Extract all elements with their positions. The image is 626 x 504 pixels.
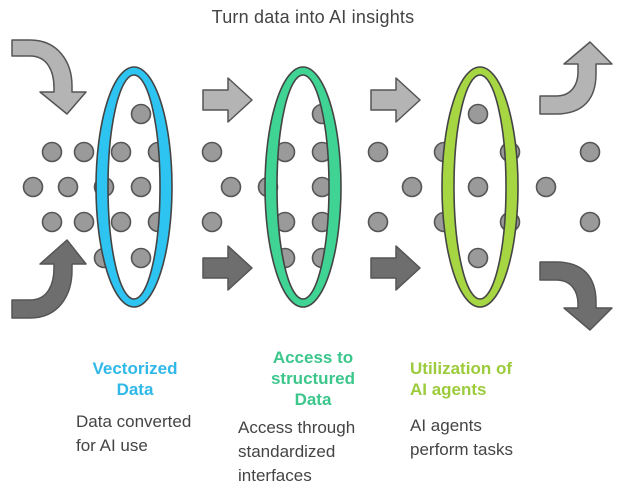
stage-title-line: Data [116,380,154,399]
diagram-title: Turn data into AI insights [211,7,415,27]
data-dot [467,247,489,269]
data-dot [110,211,132,233]
stage-description: Access through standardized interfaces [238,416,408,488]
data-dot [130,176,152,198]
stage-title-line: structured [270,369,356,388]
stage-description-line: perform tasks [410,440,513,459]
stage-description-line: Data converted [76,412,192,431]
filter-ring-structured [264,66,342,308]
stage-description: AI agents perform tasks [410,414,590,462]
data-dot [57,176,79,198]
stage-utilization-ai-agents: Utilization of AI agents AI agents perfo… [410,358,590,462]
data-dot [535,176,557,198]
data-dot [367,211,389,233]
stage-title-line: AI agents [410,380,487,399]
data-dot [22,176,44,198]
stage-title-line: Access to [272,348,354,367]
stage-description-line: interfaces [238,466,312,485]
data-dot [41,211,63,233]
right-arrow-icon [202,77,253,123]
stage-title: Vectorized Data [60,358,210,400]
data-dot [41,141,63,163]
data-dot [579,211,601,233]
data-dot [73,211,95,233]
stage-description-line: standardized [238,442,336,461]
stage-description: Data converted for AI use [76,410,230,458]
curved-arrow-in-top-icon [11,39,87,115]
stage-vectorized-data: Vectorized Data Data converted for AI us… [60,358,230,458]
stage-title-line: Data [294,390,332,409]
stage-title: Access to structured Data [238,347,388,410]
stage-description-line: Access through [238,418,356,437]
right-arrow-icon [202,245,253,291]
data-dot [220,176,242,198]
curved-arrow-out-top-icon [539,41,613,115]
data-dot [367,141,389,163]
data-dot [73,141,95,163]
stage-description-line: for AI use [76,436,148,455]
filter-ring-vectorized [95,66,173,308]
filter-ring-ai-agents [441,66,519,308]
stage-title-line: Utilization of [410,359,512,378]
data-dot [467,176,489,198]
stage-title: Utilization of AI agents [410,358,590,400]
data-dot [201,211,223,233]
ring-band [441,66,519,308]
right-arrow-icon [370,77,421,123]
data-dot [110,141,132,163]
curved-arrow-in-bottom-icon [11,239,87,319]
data-dot [130,103,152,125]
data-dot [401,176,423,198]
ring-band [264,66,342,308]
stage-title-line: Vectorized [92,359,178,378]
stage-description-line: AI agents [410,416,482,435]
stage-access-structured-data: Access to structured Data Access through… [238,347,408,488]
data-dot [579,141,601,163]
curved-arrow-out-bottom-icon [539,261,613,331]
data-dot [201,141,223,163]
right-arrow-icon [370,245,421,291]
ring-band [95,66,173,308]
data-dot [130,247,152,269]
data-dot [467,103,489,125]
